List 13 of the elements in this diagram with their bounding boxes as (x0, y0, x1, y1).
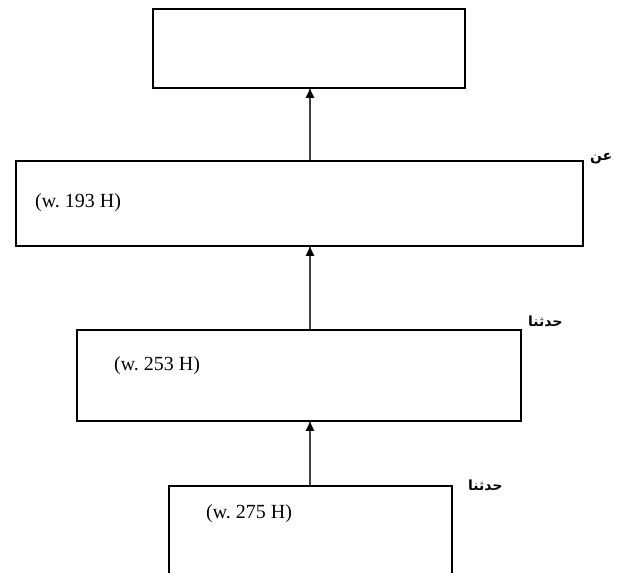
process-box (152, 8, 466, 89)
box-text: (w. 193 H) (35, 190, 121, 213)
side-note: حدثنا (528, 314, 562, 330)
side-note: حدثنا (468, 478, 502, 494)
box-text: (w. 275 H) (206, 501, 292, 524)
box-text: (w. 253 H) (114, 353, 200, 376)
process-box (168, 485, 453, 573)
side-note: عن (590, 148, 612, 164)
arrow (306, 89, 314, 160)
arrow (306, 247, 314, 329)
arrow (306, 422, 314, 485)
process-box (76, 329, 522, 422)
process-box (15, 160, 584, 247)
